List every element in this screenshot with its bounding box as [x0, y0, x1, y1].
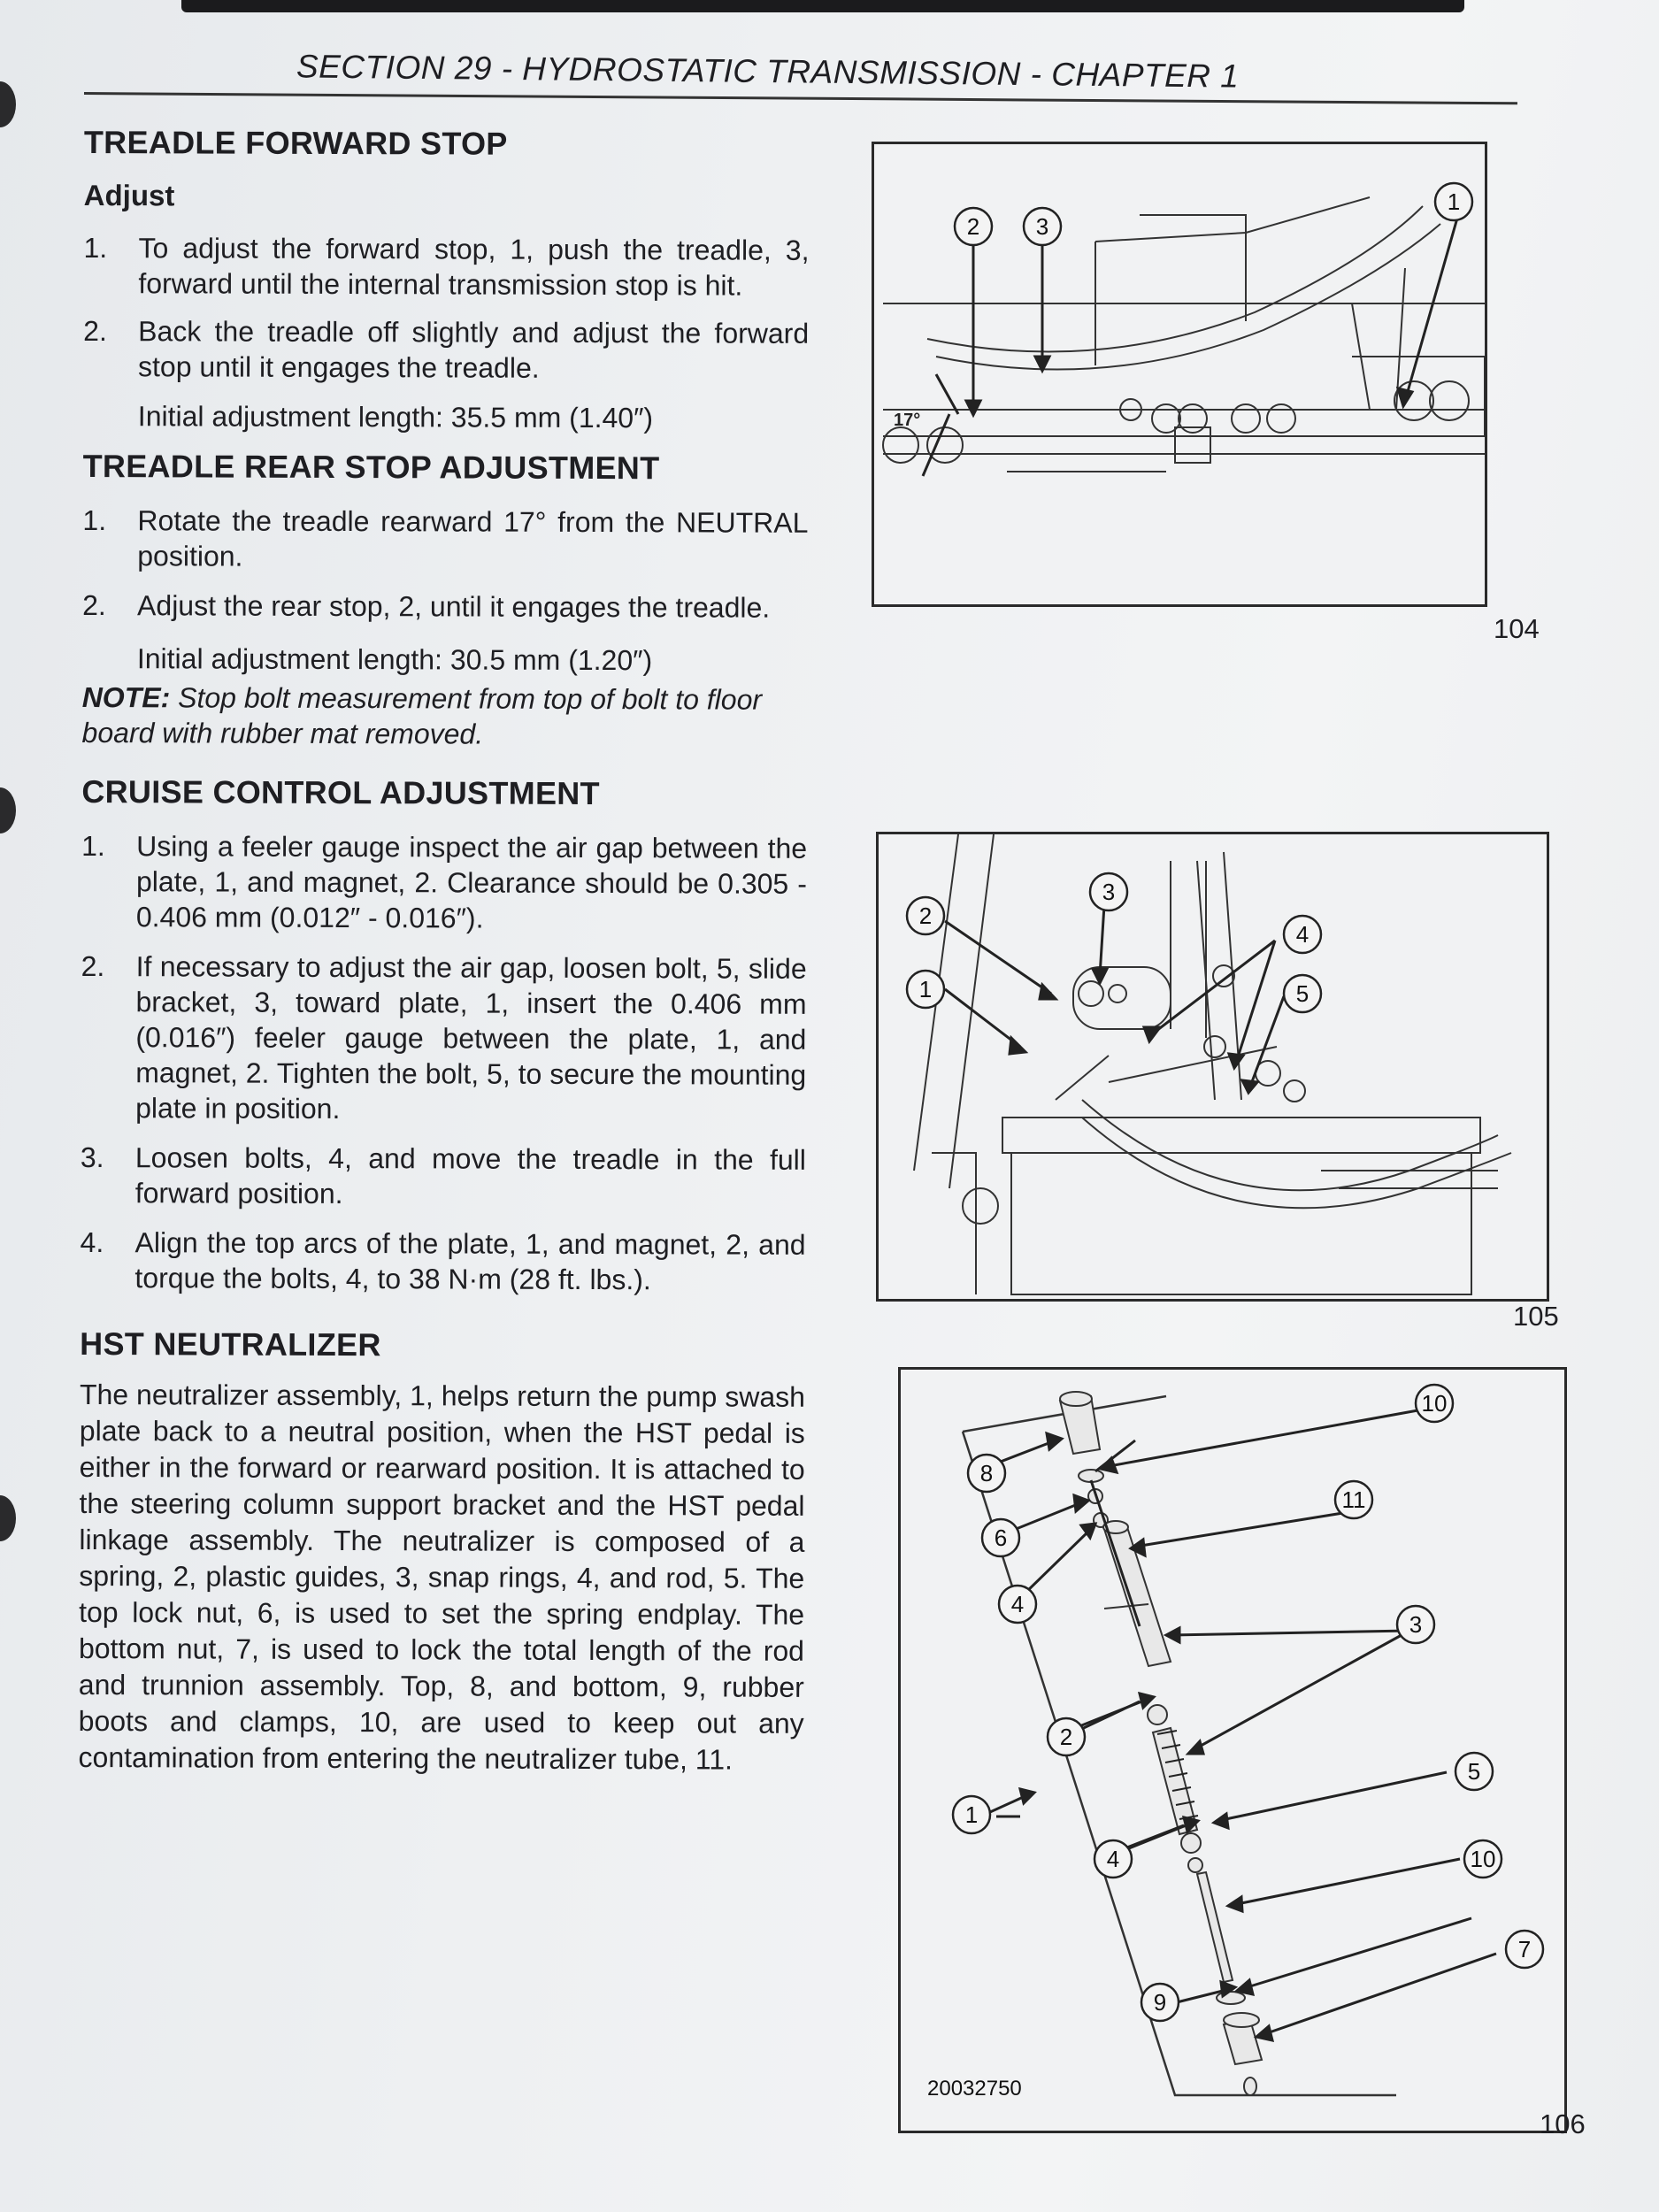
heading-hst-neutralizer: HST NEUTRALIZER	[80, 1325, 381, 1363]
step-number: 1.	[82, 503, 107, 537]
text-column: TREADLE FORWARD STOP Adjust 1. To adjust…	[78, 124, 810, 1778]
callout-1: 1	[919, 976, 932, 1002]
punch-hole	[0, 81, 16, 127]
step-text: Back the treadle off slightly and adjust…	[137, 315, 810, 384]
punch-hole	[0, 787, 16, 833]
subheading-adjust: Adjust	[83, 178, 175, 212]
step-text: If necessary to adjust the air gap, loos…	[135, 950, 807, 1125]
step-number: 1.	[81, 829, 105, 863]
figure-104-treadle: 17° 2 3 1	[872, 142, 1487, 607]
adjustment-spec: Initial adjustment length: 30.5 mm (1.20…	[136, 642, 653, 677]
neutralizer-exploded-diagram: 8 6 4 2 1 4 10 11 3 5 10 7 9 20032750	[927, 1383, 1545, 2101]
figure-number-105: 105	[1513, 1301, 1559, 1332]
step-number: 4.	[80, 1225, 104, 1259]
treadle-stop-diagram: 17° 2 3 1	[882, 181, 1485, 477]
callout-9: 9	[1154, 1989, 1166, 2016]
callout-4: 4	[1011, 1591, 1024, 1617]
figure-number-106: 106	[1540, 2108, 1586, 2139]
punch-hole	[0, 1495, 16, 1541]
step-number: 2.	[81, 949, 105, 983]
callout-6: 6	[995, 1525, 1007, 1551]
list-item: 1. To adjust the forward stop, 1, push t…	[83, 230, 809, 303]
list-item: 2. If necessary to adjust the air gap, l…	[81, 949, 807, 1128]
heading-cruise-control: CRUISE CONTROL ADJUSTMENT	[81, 772, 600, 812]
step-text: To adjust the forward stop, 1, push the …	[138, 232, 810, 302]
list-item: 4. Align the top arcs of the plate, 1, a…	[80, 1225, 806, 1298]
callout-2: 2	[919, 902, 932, 929]
callout-10: 10	[1471, 1846, 1496, 1872]
callout-3: 3	[1409, 1611, 1422, 1638]
callout-5: 5	[1296, 980, 1309, 1007]
step-number: 2.	[83, 314, 107, 348]
callout-1: 1	[1448, 188, 1460, 215]
step-number: 1.	[83, 231, 108, 265]
callout-3: 3	[1036, 213, 1048, 240]
figure-106-hst-neutralizer: 8 6 4 2 1 4 10 11 3 5 10 7 9 20032750	[898, 1367, 1567, 2133]
callout-5: 5	[1468, 1758, 1480, 1785]
list-item: 3. Loosen bolts, 4, and move the treadle…	[81, 1140, 806, 1213]
hst-description: The neutralizer assembly, 1, helps retur…	[78, 1378, 806, 1776]
figure-105-cruise-control: 2 1 3 4 5	[876, 832, 1549, 1302]
section-header: SECTION 29 - HYDROSTATIC TRANSMISSION - …	[296, 48, 1240, 95]
step-text: Rotate the treadle rearward 17° from the…	[137, 504, 809, 572]
angle-label: 17°	[894, 411, 920, 430]
step-text: Adjust the rear stop, 2, until it engage…	[137, 589, 771, 624]
step-number: 2.	[82, 588, 106, 622]
callout-8: 8	[980, 1460, 993, 1486]
step-number: 3.	[80, 1141, 104, 1174]
callout-2: 2	[1060, 1724, 1072, 1750]
list-item: 1. Using a feeler gauge inspect the air …	[81, 828, 807, 937]
callout-4: 4	[1296, 921, 1309, 948]
heading-treadle-forward-stop: TREADLE FORWARD STOP	[83, 124, 508, 162]
binder-strip	[181, 0, 1464, 12]
step-text: Loosen bolts, 4, and move the treadle in…	[134, 1141, 806, 1210]
list-item: 2. Adjust the rear stop, 2, until it eng…	[82, 588, 808, 626]
note-text: Stop bolt measurement from top of bolt t…	[81, 681, 763, 750]
list-item: 2. Back the treadle off slightly and adj…	[83, 313, 809, 387]
note-label: NOTE:	[81, 680, 171, 714]
cruise-control-diagram: 2 1 3 4 5	[905, 834, 1512, 1295]
callout-3: 3	[1102, 879, 1115, 905]
heading-treadle-rear-stop: TREADLE REAR STOP ADJUSTMENT	[82, 447, 660, 487]
callout-11: 11	[1342, 1486, 1366, 1513]
callout-4: 4	[1107, 1846, 1119, 1872]
note: NOTE: Stop bolt measurement from top of …	[82, 680, 808, 753]
figure-number-104: 104	[1494, 613, 1540, 644]
callout-10: 10	[1422, 1390, 1448, 1417]
step-text: Align the top arcs of the plate, 1, and …	[134, 1226, 806, 1296]
adjustment-spec: Initial adjustment length: 35.5 mm (1.40…	[137, 400, 654, 434]
callout-2: 2	[967, 213, 979, 240]
callout-1: 1	[965, 1801, 978, 1828]
figure-id: 20032750	[927, 2077, 1022, 2101]
list-item: 1. Rotate the treadle rearward 17° from …	[82, 503, 808, 576]
header-rule	[83, 92, 1517, 105]
callout-7: 7	[1518, 1936, 1531, 1962]
step-text: Using a feeler gauge inspect the air gap…	[135, 830, 808, 934]
